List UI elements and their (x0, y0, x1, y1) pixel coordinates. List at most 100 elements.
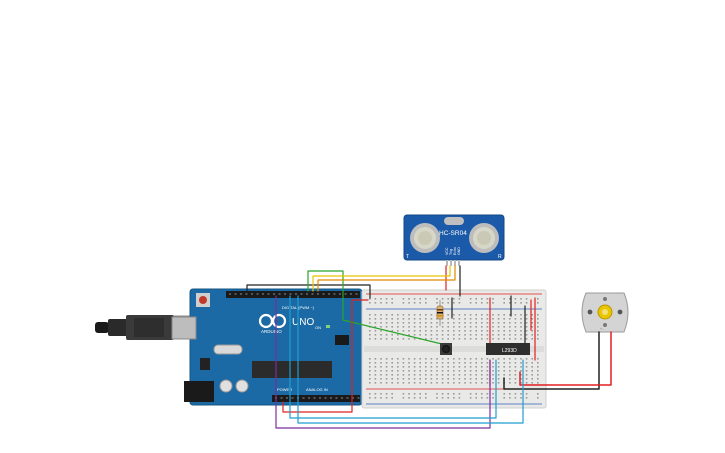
breadboard-hole[interactable] (514, 338, 517, 340)
breadboard-hole[interactable] (497, 382, 500, 384)
breadboard-hole[interactable] (408, 298, 410, 300)
breadboard-hole[interactable] (509, 314, 511, 316)
breadboard-hole[interactable] (408, 397, 410, 399)
breadboard-hole[interactable] (497, 362, 500, 364)
breadboard-hole[interactable] (503, 326, 505, 328)
breadboard-hole[interactable] (486, 322, 489, 324)
breadboard-hole[interactable] (520, 330, 522, 332)
breadboard-hole[interactable] (464, 374, 466, 376)
breadboard-hole[interactable] (419, 322, 421, 324)
breadboard-hole[interactable] (453, 397, 455, 399)
header-pin[interactable] (229, 293, 231, 295)
breadboard-hole[interactable] (475, 358, 477, 360)
breadboard-hole[interactable] (514, 370, 517, 372)
breadboard-hole[interactable] (453, 358, 455, 360)
breadboard-hole[interactable] (369, 334, 371, 336)
breadboard-hole[interactable] (464, 334, 466, 336)
breadboard-hole[interactable] (520, 358, 522, 360)
breadboard-hole[interactable] (481, 298, 483, 300)
breadboard-hole[interactable] (436, 318, 438, 320)
breadboard-hole[interactable] (408, 334, 410, 336)
breadboard-hole[interactable] (531, 326, 533, 328)
breadboard-hole[interactable] (475, 302, 477, 304)
wire-arduino-5v-red[interactable] (282, 299, 369, 413)
breadboard-hole[interactable] (520, 393, 522, 395)
breadboard-hole[interactable] (413, 326, 416, 328)
breadboard-hole[interactable] (408, 302, 410, 304)
header-pin[interactable] (280, 397, 283, 399)
breadboard-hole[interactable] (447, 314, 449, 316)
breadboard-hole[interactable] (441, 330, 444, 332)
breadboard-hole[interactable] (481, 330, 483, 332)
breadboard-hole[interactable] (380, 318, 382, 320)
breadboard-hole[interactable] (537, 298, 539, 300)
breadboard-hole[interactable] (514, 378, 517, 380)
breadboard-hole[interactable] (419, 318, 421, 320)
breadboard-hole[interactable] (481, 378, 483, 380)
breadboard-hole[interactable] (497, 330, 500, 332)
breadboard-hole[interactable] (464, 326, 466, 328)
breadboard-hole[interactable] (492, 382, 494, 384)
breadboard-hole[interactable] (374, 330, 377, 332)
breadboard-hole[interactable] (514, 322, 517, 324)
breadboard-hole[interactable] (374, 318, 377, 320)
breadboard-hole[interactable] (492, 330, 494, 332)
breadboard-hole[interactable] (509, 318, 511, 320)
breadboard-hole[interactable] (430, 330, 433, 332)
breadboard-hole[interactable] (486, 374, 489, 376)
breadboard-hole[interactable] (514, 326, 517, 328)
breadboard-hole[interactable] (447, 318, 449, 320)
breadboard-hole[interactable] (481, 318, 483, 320)
breadboard-hole[interactable] (430, 334, 433, 336)
breadboard-hole[interactable] (458, 334, 461, 336)
breadboard-hole[interactable] (514, 302, 517, 304)
breadboard-hole[interactable] (531, 358, 533, 360)
breadboard-hole[interactable] (481, 393, 483, 395)
breadboard-hole[interactable] (492, 370, 494, 372)
breadboard-hole[interactable] (525, 393, 528, 395)
breadboard-hole[interactable] (385, 374, 388, 376)
breadboard-hole[interactable] (531, 366, 533, 368)
breadboard-hole[interactable] (380, 322, 382, 324)
breadboard-hole[interactable] (469, 382, 472, 384)
breadboard-hole[interactable] (419, 393, 421, 395)
reset-button-cap[interactable] (199, 296, 207, 304)
breadboard-hole[interactable] (380, 393, 382, 395)
breadboard-hole[interactable] (425, 358, 427, 360)
breadboard-hole[interactable] (447, 382, 449, 384)
breadboard-hole[interactable] (537, 358, 539, 360)
breadboard-hole[interactable] (492, 366, 494, 368)
breadboard-hole[interactable] (475, 370, 477, 372)
breadboard-hole[interactable] (408, 362, 410, 364)
breadboard-hole[interactable] (413, 334, 416, 336)
breadboard-hole[interactable] (436, 366, 438, 368)
breadboard-hole[interactable] (464, 338, 466, 340)
header-pin[interactable] (311, 293, 314, 295)
dc-motor[interactable]: + - (581, 292, 629, 333)
arduino-uno-board[interactable]: UNO ARDUINO ON DIGITAL (PWM ~) POWER ANA… (171, 288, 363, 406)
breadboard-hole[interactable] (458, 298, 461, 300)
breadboard-hole[interactable] (475, 397, 477, 399)
breadboard-hole[interactable] (453, 302, 455, 304)
breadboard-hole[interactable] (413, 378, 416, 380)
breadboard-hole[interactable] (425, 330, 427, 332)
breadboard-hole[interactable] (486, 366, 489, 368)
breadboard-hole[interactable] (425, 314, 427, 316)
breadboard-hole[interactable] (374, 374, 377, 376)
breadboard-hole[interactable] (537, 314, 539, 316)
breadboard-hole[interactable] (385, 393, 388, 395)
breadboard-hole[interactable] (385, 358, 388, 360)
breadboard-hole[interactable] (436, 370, 438, 372)
header-pin[interactable] (333, 293, 336, 295)
breadboard-hole[interactable] (475, 382, 477, 384)
header-pin[interactable] (357, 397, 360, 399)
breadboard-hole[interactable] (503, 330, 505, 332)
breadboard-hole[interactable] (425, 397, 427, 399)
breadboard-hole[interactable] (453, 298, 455, 300)
breadboard-hole[interactable] (520, 374, 522, 376)
breadboard-hole[interactable] (408, 358, 410, 360)
breadboard-hole[interactable] (537, 362, 539, 364)
breadboard-hole[interactable] (397, 318, 399, 320)
breadboard-hole[interactable] (520, 322, 522, 324)
breadboard-hole[interactable] (469, 362, 472, 364)
